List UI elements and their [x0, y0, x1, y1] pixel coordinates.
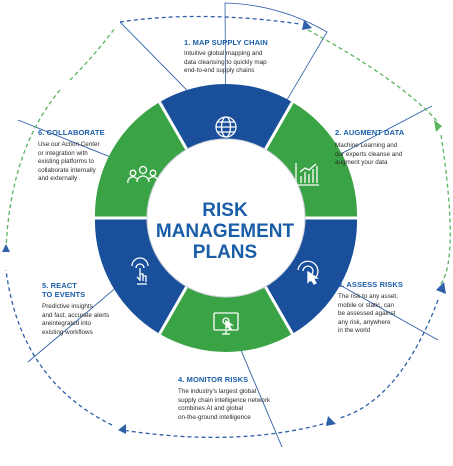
globe-icon: [215, 116, 237, 138]
team-icon: [127, 165, 159, 184]
step-5-title: 5. REACT TO EVENTS: [42, 281, 86, 299]
step-4-title: 4. MONITOR RISKS: [178, 375, 249, 384]
step-3-title: 3. ASSESS RISKS: [338, 280, 403, 289]
cycle-arrowheads: [2, 20, 446, 434]
step-6-title: 6. COLLABORATE: [38, 128, 105, 137]
step-1-title: 1. MAP SUPPLY CHAIN: [184, 38, 268, 47]
touch-target-icon: [297, 260, 320, 285]
center-title: RISK MANAGEMENT PLANS: [155, 200, 295, 263]
step-3-description: The risk to any asset, mobile or static,…: [338, 293, 398, 335]
step-4-description: The industry's largest global supply cha…: [178, 388, 271, 421]
step-5-description: Predictive insights and fast, accurate a…: [42, 303, 110, 336]
cycle-arcs: [5, 15, 451, 439]
bar-chart-icon: [295, 163, 319, 186]
tap-icon: [131, 257, 149, 285]
monitor-touch-icon: [213, 312, 239, 335]
step-6-description: Use our Action Center or integration wit…: [38, 141, 100, 183]
step-1-description: Intuitive global mapping and data cleans…: [184, 50, 267, 75]
center-circle: [146, 138, 306, 298]
step-2-description: Machine Learning and our experts cleanse…: [335, 142, 403, 167]
step-2-title: 2. AUGMENT DATA: [335, 128, 405, 137]
